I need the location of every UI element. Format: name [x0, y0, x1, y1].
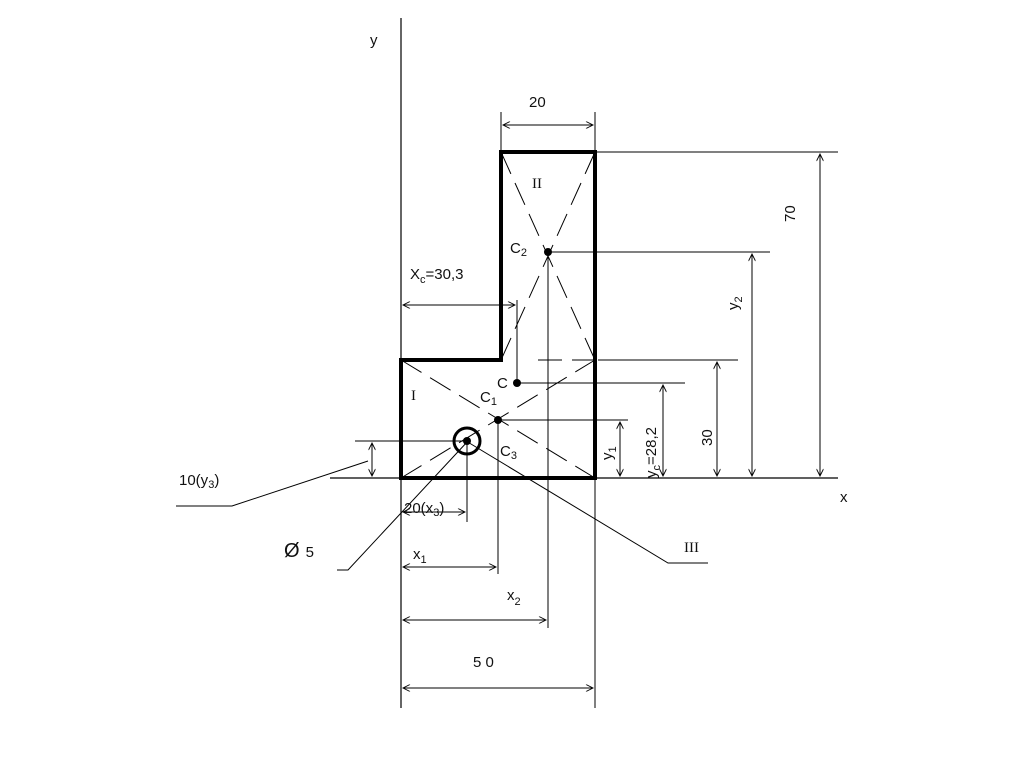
label-c2: C2 — [510, 240, 527, 259]
dim-h30-text: 30 — [699, 429, 716, 446]
dimension-lines — [372, 125, 820, 688]
hole-circle — [452, 426, 482, 456]
label-c1: C1 — [480, 389, 497, 408]
dim-x2-text: x2 — [507, 587, 521, 608]
region-label-iii: III — [684, 540, 699, 556]
dim-total-width-text: 5 0 — [473, 654, 494, 671]
dim-y2-text: y2 — [725, 296, 745, 310]
dim-x3-text: 20(x3) — [404, 500, 444, 519]
dim-total-height-text: 70 — [782, 205, 799, 222]
dim-y3-text: 10(y3) — [179, 472, 219, 491]
diameter-icon: Ø — [284, 540, 300, 562]
centroid-c1-dot — [494, 416, 502, 424]
dim-y1-text: y1 — [599, 446, 619, 460]
centroid-c3-dot — [463, 437, 471, 445]
label-c: C — [497, 375, 508, 392]
centroid-c2-dot — [544, 248, 552, 256]
dim-yc-text: yc=28,2 — [643, 427, 663, 478]
dim-top-width-text: 20 — [529, 94, 546, 111]
x-axis-label: x — [840, 489, 848, 506]
y-axis-label: y — [370, 32, 378, 49]
region-label-i: I — [411, 388, 416, 404]
label-c3: C3 — [500, 443, 517, 462]
extension-lines — [355, 112, 838, 708]
dim-xc-text: Xc=30,3 — [410, 266, 463, 286]
leader-lines — [176, 440, 708, 571]
region-label-ii: II — [532, 176, 542, 192]
centroid-c-dot — [513, 379, 521, 387]
dim-x1-text: x1 — [413, 546, 427, 566]
